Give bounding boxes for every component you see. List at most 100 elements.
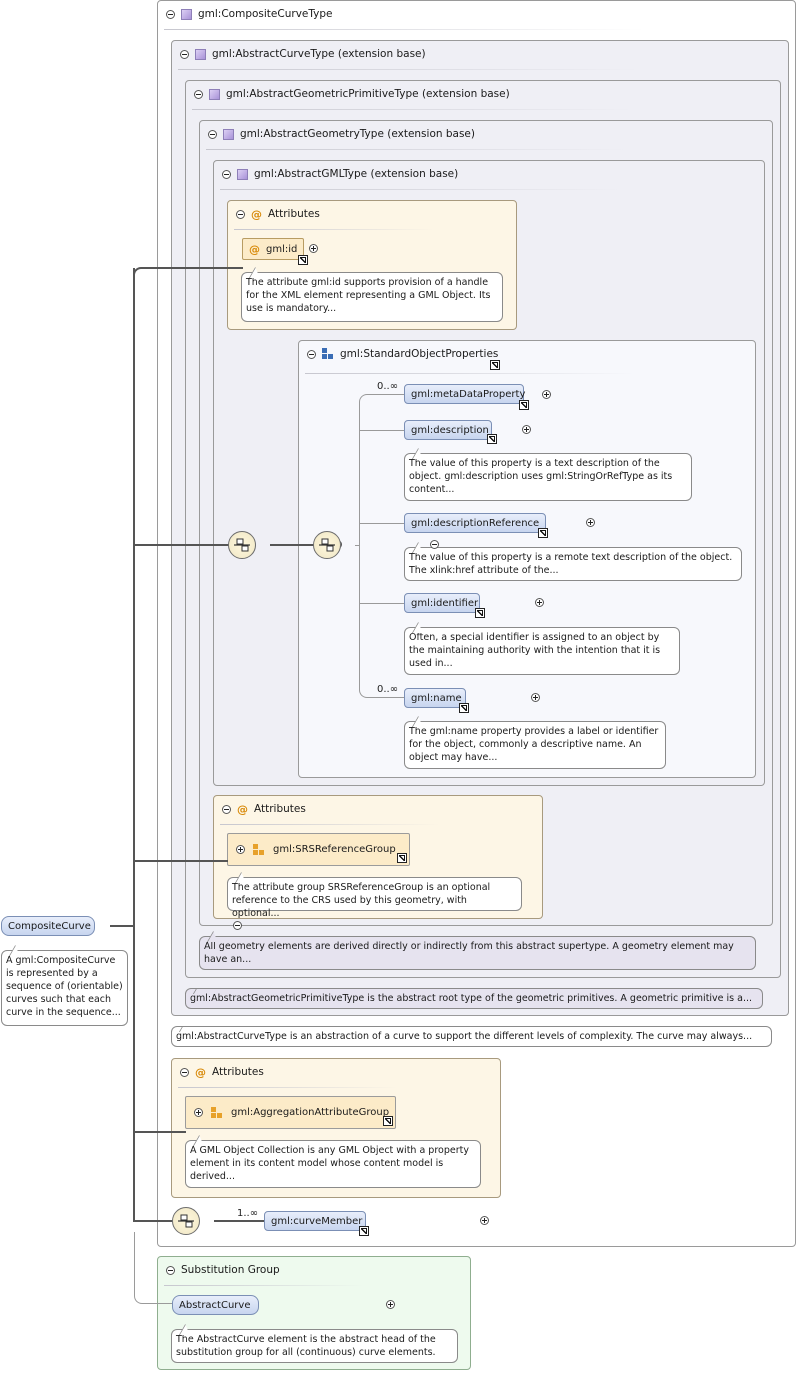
description-reference-doc: The value of this property is a remote t… [404, 547, 742, 581]
element-description-reference[interactable]: gml:descriptionReference [404, 513, 546, 533]
occurrence-label: 0..∞ [377, 381, 399, 392]
abstract-geometric-primitive-type-header: gml:AbstractGeometricPrimitiveType (exte… [194, 81, 510, 107]
collapse-toggle-icon[interactable] [166, 1265, 175, 1275]
expand-toggle-icon[interactable] [236, 845, 245, 854]
link-arrow-icon[interactable] [490, 360, 500, 370]
type-label: gml:AbstractGMLType (extension base) [254, 168, 459, 180]
collapse-toggle-icon[interactable] [222, 169, 231, 179]
element-abstract-curve[interactable]: AbstractCurve [172, 1295, 259, 1315]
collapse-toggle-icon[interactable] [307, 349, 316, 359]
occurrence-label: 1..∞ [237, 1208, 259, 1219]
element-description[interactable]: gml:description [404, 420, 492, 440]
element-name: CompositeCurve [8, 920, 91, 932]
collapse-toggle-icon[interactable] [222, 804, 231, 814]
type-label: gml:AbstractCurveType (extension base) [212, 48, 426, 60]
srs-reference-group[interactable]: gml:SRSReferenceGroup [227, 833, 410, 866]
link-arrow-icon[interactable] [298, 255, 308, 265]
collapse-toggle-icon[interactable] [430, 540, 440, 549]
element-name: gml:description [411, 424, 489, 436]
collapse-toggle-icon[interactable] [180, 1067, 189, 1077]
gml-id-attribute[interactable]: @ gml:id [242, 238, 304, 260]
link-arrow-icon[interactable] [459, 703, 469, 713]
type-label: gml:CompositeCurveType [198, 8, 333, 20]
gml-id-doc: The attribute gml:id supports provision … [241, 272, 503, 322]
main-trunk-line [133, 268, 135, 1222]
attributes-header: @ Attributes [222, 796, 306, 822]
model-group-icon [322, 348, 334, 360]
element-name: AbstractCurve [179, 1299, 251, 1311]
name-doc: The gml:name property provides a label o… [404, 721, 666, 769]
group-name: gml:AggregationAttributeGroup [231, 1107, 390, 1118]
abstract-geometry-doc: All geometry elements are derived direct… [199, 936, 756, 970]
collapse-toggle-icon[interactable] [233, 921, 243, 930]
abstract-gml-type-header: gml:AbstractGMLType (extension base) [222, 161, 458, 187]
collapse-toggle-icon[interactable] [180, 49, 189, 59]
attribute-icon: @ [237, 802, 248, 816]
link-arrow-icon[interactable] [487, 434, 497, 444]
link-arrow-icon[interactable] [538, 528, 548, 538]
element-meta-data-property[interactable]: gml:metaDataProperty [404, 384, 526, 404]
expand-toggle-icon[interactable] [534, 598, 544, 607]
complex-type-icon [209, 88, 220, 100]
sequence-compositor-icon[interactable] [313, 531, 341, 559]
collapse-toggle-icon[interactable] [208, 129, 217, 139]
occurrence-label: 0..∞ [377, 684, 399, 695]
expand-toggle-icon[interactable] [585, 518, 595, 527]
collapse-toggle-icon[interactable] [194, 89, 203, 99]
sequence-compositor-icon[interactable] [172, 1207, 200, 1235]
collapse-toggle-icon[interactable] [236, 209, 245, 219]
root-element-composite-curve[interactable]: CompositeCurve [1, 916, 95, 936]
abstract-curve-doc: gml:AbstractCurveType is an abstraction … [171, 1026, 772, 1047]
composite-curve-doc: A gml:CompositeCurve is represented by a… [1, 950, 128, 1026]
attributes-label: Attributes [254, 803, 306, 815]
complex-type-icon [195, 48, 206, 60]
attribute-group-icon [211, 1106, 223, 1119]
element-name-gml[interactable]: gml:name [404, 688, 466, 708]
composite-curve-type-header: gml:CompositeCurveType [166, 1, 332, 27]
expand-toggle-icon[interactable] [530, 693, 540, 702]
complex-type-icon [237, 168, 248, 180]
element-name: gml:metaDataProperty [411, 388, 526, 400]
substitution-group-header: Substitution Group [166, 1257, 280, 1283]
link-arrow-icon[interactable] [475, 608, 485, 618]
link-arrow-icon[interactable] [359, 1226, 369, 1236]
expand-toggle-icon[interactable] [194, 1108, 203, 1117]
expand-toggle-icon[interactable] [309, 244, 318, 253]
aggregation-attribute-group[interactable]: gml:AggregationAttributeGroup [185, 1096, 396, 1129]
element-identifier[interactable]: gml:identifier [404, 593, 480, 613]
standard-object-properties-header: gml:StandardObjectProperties [307, 341, 498, 367]
abstract-geometric-primitive-doc: gml:AbstractGeometricPrimitiveType is th… [185, 988, 763, 1009]
link-arrow-icon[interactable] [383, 1116, 393, 1126]
sequence-compositor-icon[interactable] [228, 531, 256, 559]
collapse-toggle-icon[interactable] [166, 9, 175, 19]
attributes-header: @ Attributes [236, 201, 320, 227]
srs-reference-group-doc: The attribute group SRSReferenceGroup is… [227, 877, 522, 919]
group-name: gml:SRSReferenceGroup [273, 844, 396, 855]
abstract-geometry-type-header: gml:AbstractGeometryType (extension base… [208, 121, 475, 147]
element-name: gml:identifier [411, 597, 479, 609]
attribute-name: gml:id [266, 243, 298, 255]
complex-type-icon [223, 128, 234, 140]
element-name: gml:name [411, 692, 462, 704]
type-label: gml:AbstractGeometricPrimitiveType (exte… [226, 88, 510, 100]
attributes-label: Attributes [268, 208, 320, 220]
expand-toggle-icon[interactable] [542, 390, 552, 399]
sequence-branch-line [359, 405, 360, 687]
expand-toggle-icon[interactable] [479, 1216, 489, 1225]
group-label: gml:StandardObjectProperties [340, 348, 499, 360]
identifier-doc: Often, a special identifier is assigned … [404, 627, 680, 675]
link-arrow-icon[interactable] [519, 400, 529, 410]
attribute-group-icon [253, 843, 265, 856]
attribute-icon: @ [249, 242, 260, 256]
abstract-curve-type-header: gml:AbstractCurveType (extension base) [180, 41, 426, 67]
element-curve-member[interactable]: gml:curveMember [264, 1211, 366, 1231]
description-doc: The value of this property is a text des… [404, 453, 692, 501]
expand-toggle-icon[interactable] [522, 425, 532, 434]
attribute-icon: @ [251, 207, 262, 221]
element-name: gml:descriptionReference [411, 517, 540, 529]
complex-type-icon [181, 8, 192, 20]
element-name: gml:curveMember [271, 1215, 363, 1227]
attributes-label: Attributes [212, 1066, 264, 1078]
link-arrow-icon[interactable] [397, 853, 407, 863]
expand-toggle-icon[interactable] [385, 1300, 395, 1309]
